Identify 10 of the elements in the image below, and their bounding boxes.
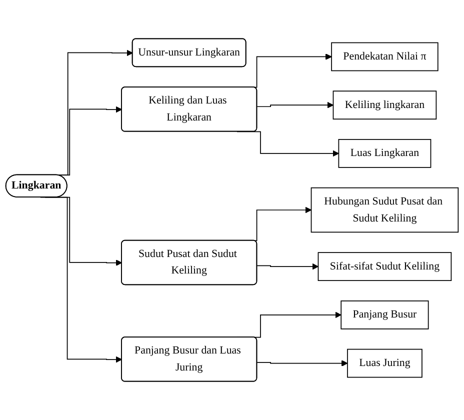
node-box: Luas Juring xyxy=(347,348,422,378)
node-box: Panjang Busur xyxy=(340,300,429,330)
node-box: Luas Lingkaran xyxy=(338,139,432,168)
arrow xyxy=(256,102,334,108)
node-box: Keliling lingkaran xyxy=(332,90,437,120)
arrow xyxy=(256,360,348,366)
arrow xyxy=(256,263,319,270)
node-box: Pendekatan Nilai π xyxy=(331,42,438,72)
node-box: Hubungan Sudut Pusat dan Sudut Keliling xyxy=(310,187,459,233)
node-box: Sifat-sifat Sudut Keliling xyxy=(318,252,452,281)
